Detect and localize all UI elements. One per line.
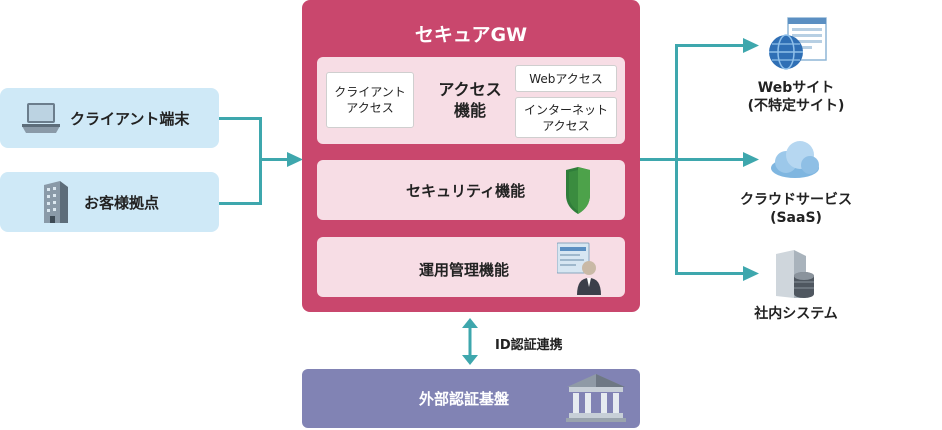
building-icon [44,181,68,223]
external-auth-label: 外部認証基盤 [419,390,510,408]
customer-site-label: お客様拠点 [84,193,160,212]
arrow-right-icon [743,152,759,167]
web-access-box: Webアクセス [515,65,617,92]
operations-function-label: 運用管理機能 [419,261,510,279]
website-label: Webサイト(不特定サイト) [747,80,845,114]
security-function-label: セキュリティ機能 [406,182,526,200]
bank-icon [566,374,626,422]
globe-browser-icon [769,17,827,70]
internet-access-box: インターネットアクセス [515,97,617,138]
connector-left-vertical [259,117,262,205]
internal-system-label: 社内システム [754,306,838,322]
shield-icon [566,167,590,214]
access-function-panel: クライアントアクセス アクセス機能 Webアクセス インターネットアクセス [317,57,625,144]
client-terminal-label: クライアント端末 [70,109,190,128]
cloud-icon [771,141,819,178]
bidirectional-arrow-icon [462,318,478,365]
laptop-icon [22,103,60,133]
cloud-service-label: クラウドサービス(SaaS) [740,192,852,226]
connector-gw-out [640,158,677,161]
id-link-label: ID認証連携 [495,338,563,353]
secure-gw-title: セキュアGW [414,24,528,46]
arrow-right-icon [743,38,759,53]
server-icon [776,250,814,298]
security-function-panel: セキュリティ機能 [317,160,625,220]
arrow-right-icon [743,266,759,281]
connector-site [219,202,261,205]
arrow-right-icon [287,152,303,167]
admin-monitor-icon [557,242,601,295]
operations-function-panel: 運用管理機能 [317,237,625,297]
connector-to-website [675,44,745,47]
external-auth-box: 外部認証基盤 [302,369,640,428]
connector-to-internal [675,272,745,275]
client-terminal-box: クライアント端末 [0,88,219,148]
customer-site-box: お客様拠点 [0,172,219,232]
access-function-title: アクセス機能 [438,80,502,120]
connector-to-cloud [675,158,745,161]
connector-left-to-gw [259,158,289,161]
client-access-box: クライアントアクセス [326,72,414,128]
connector-client [219,117,261,120]
secure-gw-box: セキュアGW クライアントアクセス アクセス機能 Webアクセス インターネット… [302,0,640,312]
